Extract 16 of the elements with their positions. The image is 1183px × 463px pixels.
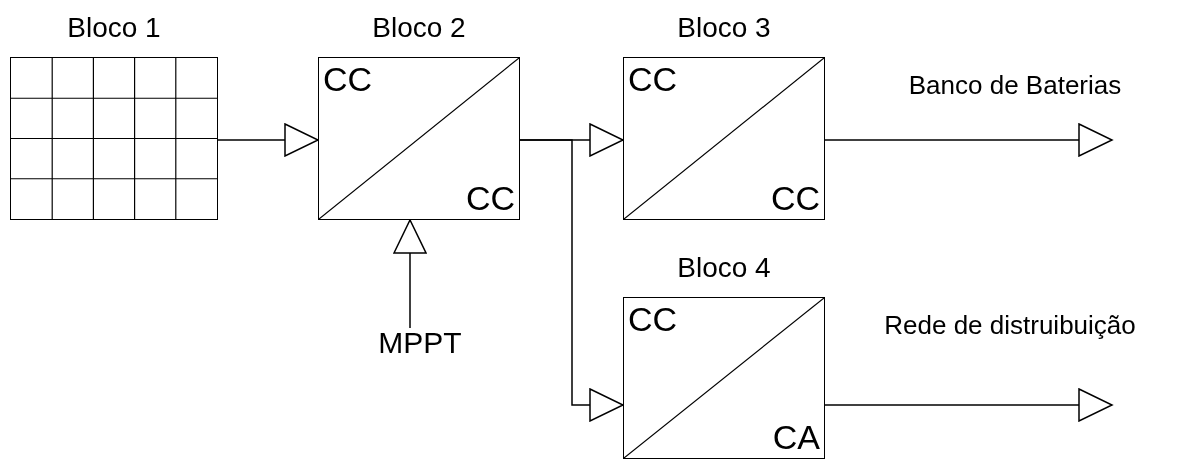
arrow — [519, 139, 624, 422]
block-title: Bloco 2 — [371, 14, 467, 42]
arrow — [824, 388, 1113, 422]
block-title: Bloco 1 — [66, 14, 162, 42]
arrow — [217, 123, 319, 157]
output-type-label: CC — [465, 181, 515, 215]
input-type-label: CC — [628, 62, 678, 96]
arrow — [824, 123, 1113, 157]
input-label: MPPT — [370, 328, 470, 358]
block-title: Bloco 3 — [676, 14, 772, 42]
block-title: Bloco 4 — [676, 254, 772, 282]
arrow — [393, 219, 427, 329]
input-type-label: CC — [323, 62, 373, 96]
input-type-label: CC — [628, 302, 678, 336]
output-type-label: CC — [770, 181, 820, 215]
output-type-label: CA — [772, 420, 820, 454]
